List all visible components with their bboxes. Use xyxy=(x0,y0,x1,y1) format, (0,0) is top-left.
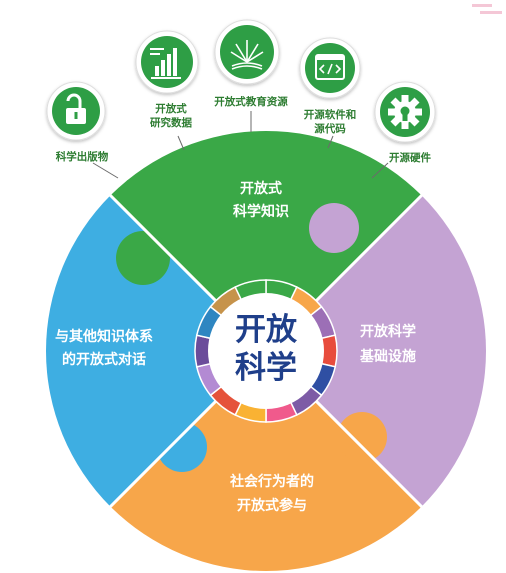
corner-mark xyxy=(480,11,502,14)
education-book-icon xyxy=(230,40,264,70)
center-disc xyxy=(208,293,324,409)
research-data-icon xyxy=(150,48,181,79)
center-title-line2: 科学 xyxy=(235,350,297,386)
icon-label-source-code-line2: 源代码 xyxy=(314,122,346,135)
gear-tooth xyxy=(414,108,422,116)
icon-label-research-data-line2: 研究数据 xyxy=(150,116,192,129)
puzzle-tab-top-left xyxy=(116,231,170,285)
gear-tooth xyxy=(401,121,409,129)
corner-mark xyxy=(472,4,492,7)
quadrant-right-label-line1: 开放科学 xyxy=(360,323,416,340)
icon-label-education: 开放式教育资源 xyxy=(214,95,288,108)
icon-label-research-data-line1: 开放式 xyxy=(155,102,187,115)
quadrant-right-label-line2: 基础设施 xyxy=(360,348,416,365)
center-title-line1: 开放 xyxy=(235,312,298,348)
hardware-gear-icon xyxy=(388,95,422,129)
gear-tooth xyxy=(401,95,409,103)
quadrant-bottom-label-line2: 开放式参与 xyxy=(237,497,307,514)
gear-slot xyxy=(402,112,408,121)
icon-connectors xyxy=(92,111,389,179)
source-code-window-icon xyxy=(315,54,345,80)
icon-label-hardware: 开源硬件 xyxy=(389,151,431,164)
quadrant-bottom-label-line1: 社会行为者的 xyxy=(229,473,314,490)
quadrant-left-label-line1: 与其他知识体系 xyxy=(55,328,153,345)
puzzle-tab-right-top xyxy=(309,203,359,253)
puzzle-tab-left-bottom xyxy=(157,422,207,472)
icon-label-source-code-line1: 开源软件和 xyxy=(304,108,357,121)
open-lock-icon xyxy=(66,93,86,124)
puzzle-tab-bottom-right xyxy=(337,412,387,462)
gear-tooth xyxy=(388,108,396,116)
icon-label-publications: 科学出版物 xyxy=(56,150,109,163)
quadrant-top-label-line2: 科学知识 xyxy=(233,203,289,220)
quadrant-left-label-line2: 的开放式对话 xyxy=(62,351,146,368)
quadrant-top-label-line1: 开放式 xyxy=(240,180,282,197)
